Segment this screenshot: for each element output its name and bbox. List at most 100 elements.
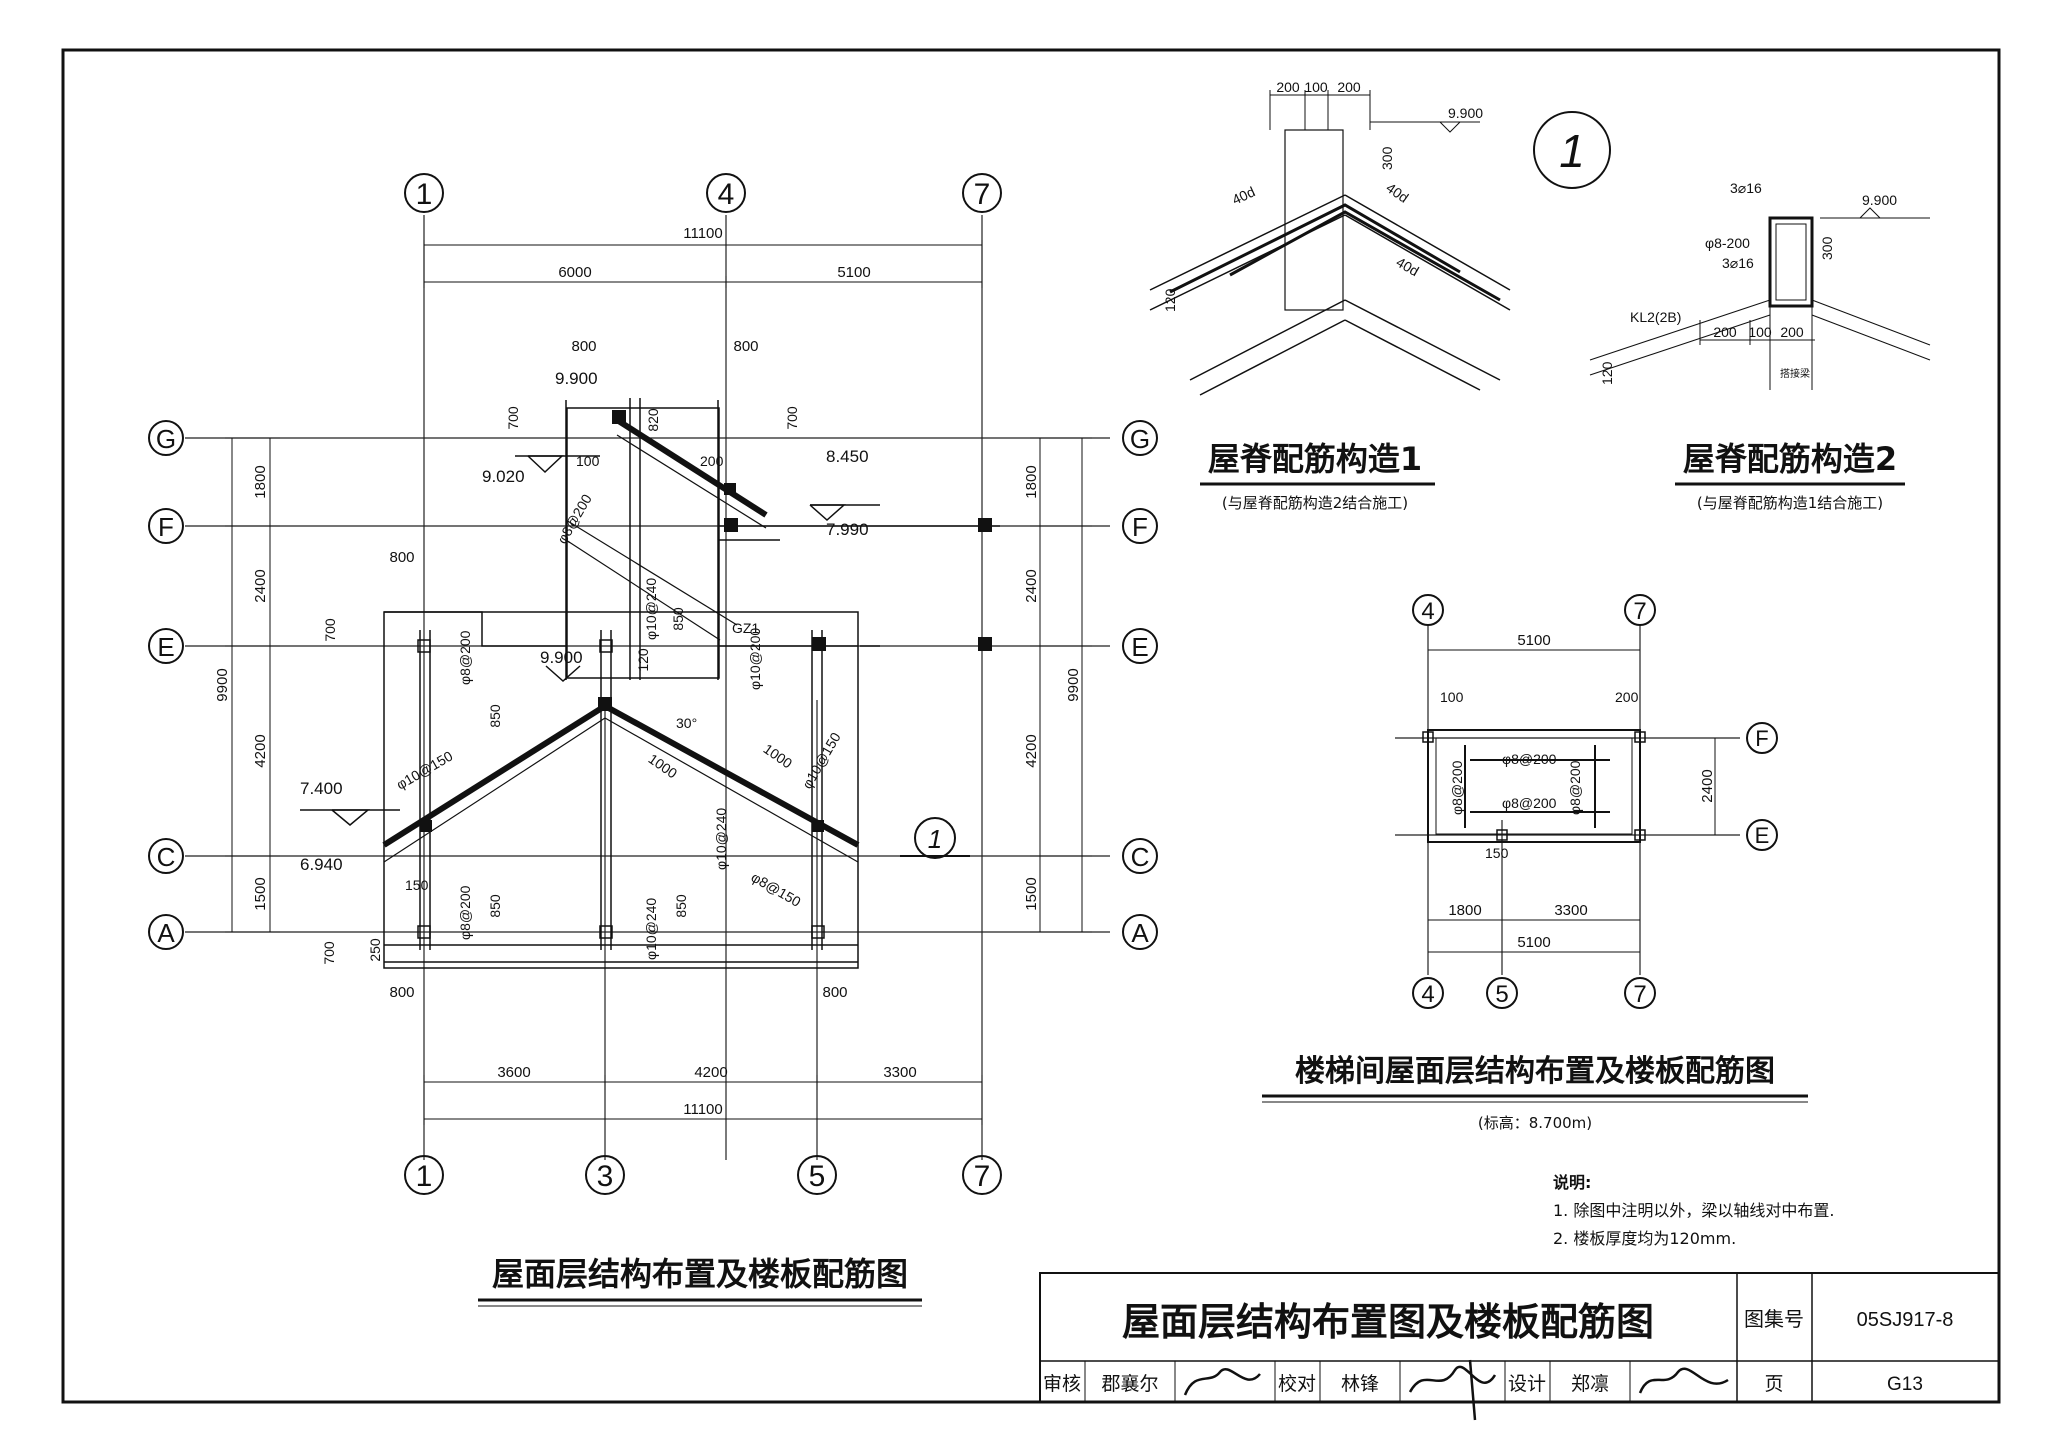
row-left-E: E xyxy=(157,632,174,662)
dim-800-left: 800 xyxy=(389,549,414,566)
dim-right-2: 2400 xyxy=(1023,569,1040,602)
row-right-F: F xyxy=(1132,512,1148,542)
elev-9900-mid: 9.900 xyxy=(540,648,583,667)
d2-d120: 120 xyxy=(1599,361,1615,385)
d1-lap2: 40d xyxy=(1383,179,1411,206)
d1-note: (与屋脊配筋构造2结合施工) xyxy=(1222,494,1408,512)
dim-820: 820 xyxy=(645,408,661,432)
dim-120: 120 xyxy=(635,648,651,672)
dim-right-3: 4200 xyxy=(1023,734,1040,767)
row-right-G: G xyxy=(1130,424,1150,454)
notes: 说明: 1. 除图中注明以外，梁以轴线对中布置. 2. 楼板厚度均为120mm. xyxy=(1553,1173,1834,1248)
d2-elev: 9.900 xyxy=(1862,192,1897,208)
dim-850-b: 850 xyxy=(670,607,686,631)
d2-stirrup: φ8-200 xyxy=(1705,235,1750,251)
sheet-border xyxy=(61,48,2001,1404)
detail-circle xyxy=(1533,111,1611,189)
notes-heading: 说明: xyxy=(1553,1173,1591,1192)
stair-bottom-dim: 5100 xyxy=(1517,934,1550,951)
row-left-F: F xyxy=(158,512,174,542)
rebar-label-7: φ10@200 xyxy=(747,628,763,690)
detail-circle-number: 1 xyxy=(1559,125,1585,177)
titleblock-check-label: 校对 xyxy=(1278,1373,1316,1395)
rebar-label-10: φ10@240 xyxy=(713,808,729,870)
row-left-C: C xyxy=(157,842,176,872)
notes-line-1: 1. 除图中注明以外，梁以轴线对中布置. xyxy=(1553,1201,1834,1220)
stair-row-E: E xyxy=(1755,823,1770,848)
dim-700-a: 700 xyxy=(505,406,521,430)
dim-800-br: 800 xyxy=(822,984,847,1001)
dim-800-bl: 800 xyxy=(389,984,414,1001)
stair-row-F: F xyxy=(1755,726,1768,751)
titleblock-check-name: 林锋 xyxy=(1341,1373,1379,1395)
dim-1000-a: 1000 xyxy=(646,750,681,781)
d1-title: 屋脊配筋构造1 xyxy=(1208,440,1422,478)
dim-800-top: 800 xyxy=(571,338,596,355)
d1-lap1: 40d xyxy=(1230,183,1258,207)
dim-150: 150 xyxy=(405,877,429,893)
axis-bottom-1: 1 xyxy=(416,1160,433,1193)
angle-30: 30° xyxy=(676,715,697,731)
dim-bottom-total: 11100 xyxy=(683,1101,723,1118)
rebar-label-1: φ8@200 xyxy=(554,491,595,546)
rebar-label-2: φ8@200 xyxy=(457,630,473,685)
dim-left-1: 1800 xyxy=(252,465,269,498)
stair-axis-bottom-7: 7 xyxy=(1633,981,1646,1008)
stair-rebar-c: φ8@200 xyxy=(1449,760,1465,815)
dim-700-d: 700 xyxy=(321,941,337,965)
main-plan-title: 屋面层结构布置及楼板配筋图 xyxy=(492,1255,908,1293)
stair-side-dim: 2400 xyxy=(1699,769,1716,802)
d2-d300: 300 xyxy=(1819,236,1835,260)
dim-right-total: 9900 xyxy=(1065,668,1082,701)
title-block: 屋面层结构布置图及楼板配筋图 图集号 05SJ917-8 审核 郡襄尔 校对 林… xyxy=(1039,1272,2000,1421)
d1-d300: 300 xyxy=(1379,146,1395,170)
axis-top-4: 4 xyxy=(718,178,735,211)
stair-rebar-a: φ8@200 xyxy=(1502,751,1557,767)
d1-dim-200b: 200 xyxy=(1337,79,1361,95)
titleblock-page-no: G13 xyxy=(1887,1374,1923,1395)
dim-bottom-c: 3300 xyxy=(883,1064,916,1081)
stair-d100: 100 xyxy=(1440,689,1464,705)
dim-850-d: 850 xyxy=(673,894,689,918)
d1-d120: 120 xyxy=(1162,288,1178,312)
stair-d200: 200 xyxy=(1615,689,1639,705)
dim-bottom-a: 3600 xyxy=(497,1064,530,1081)
d1-dim-200a: 200 xyxy=(1276,79,1300,95)
dim-850-a: 850 xyxy=(487,704,503,728)
stair-axis-bottom-5: 5 xyxy=(1495,981,1508,1008)
d1-dim-100: 100 xyxy=(1304,79,1328,95)
elev-8450: 8.450 xyxy=(826,447,869,466)
rebar-label-4: φ10@240 xyxy=(643,578,659,640)
dim-top-right: 5100 xyxy=(837,264,870,281)
titleblock-atlas-label: 图集号 xyxy=(1744,1307,1804,1331)
titleblock-design-name: 郑凛 xyxy=(1571,1373,1609,1395)
elev-7990: 7.990 xyxy=(826,520,869,539)
dim-100: 100 xyxy=(576,453,600,469)
stair-axis-top-4: 4 xyxy=(1421,598,1434,625)
elev-9900-top: 9.900 xyxy=(555,369,598,388)
d2-bottom-bar: 3⌀16 xyxy=(1722,255,1754,271)
stair-d150: 150 xyxy=(1485,845,1509,861)
elev-7400: 7.400 xyxy=(300,779,343,798)
elev-9020: 9.020 xyxy=(482,467,525,486)
d2-title: 屋脊配筋构造2 xyxy=(1683,440,1897,478)
d2-dim-200b: 200 xyxy=(1780,324,1804,340)
main-plan: 1 4 7 1 3 5 7 G F E C A xyxy=(148,173,1158,1307)
rebar-label-9: φ8@150 xyxy=(749,869,804,910)
d2-top-bar: 3⌀16 xyxy=(1730,180,1762,196)
dim-250: 250 xyxy=(367,938,383,962)
dim-700-b: 700 xyxy=(784,406,800,430)
stair-rebar-b: φ8@200 xyxy=(1502,795,1557,811)
dim-850-c: 850 xyxy=(487,894,503,918)
column-gz1: GZ1 xyxy=(732,620,759,636)
row-left-G: G xyxy=(156,424,176,454)
stair-top-dim: 5100 xyxy=(1517,632,1550,649)
stair-plan: 4 7 4 5 7 F E φ8@200 φ8@200 φ8@200 φ8@20… xyxy=(1262,594,1808,1132)
dim-800-tower: 800 xyxy=(733,338,758,355)
dim-right-4: 1500 xyxy=(1023,877,1040,910)
stair-rebar-d: φ8@200 xyxy=(1567,760,1583,815)
dim-700-c: 700 xyxy=(322,618,338,642)
axis-top-1: 1 xyxy=(416,178,433,211)
d2-dim-100: 100 xyxy=(1748,324,1772,340)
